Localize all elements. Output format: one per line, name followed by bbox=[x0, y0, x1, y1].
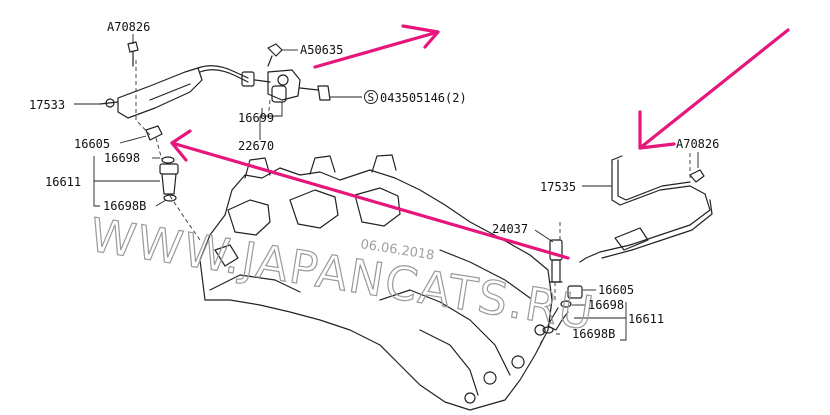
left-injector bbox=[145, 125, 179, 202]
label-16611-left: 16611 bbox=[45, 175, 81, 189]
label-16698b-left: 16698B bbox=[103, 199, 146, 213]
arrow-manifold-left bbox=[170, 129, 570, 260]
label-24037: 24037 bbox=[492, 222, 528, 236]
label-17533: 17533 bbox=[29, 98, 65, 112]
label-16698b-right: 16698B bbox=[572, 327, 615, 341]
leader-lines bbox=[74, 34, 699, 341]
pressure-regulator bbox=[267, 69, 331, 103]
arrow-top-right bbox=[313, 24, 440, 69]
label-16605-left: 16605 bbox=[74, 137, 110, 151]
left-fuel-rail bbox=[99, 65, 271, 119]
label-17535: 17535 bbox=[540, 180, 576, 194]
sensor-24037 bbox=[549, 239, 563, 283]
label-043505146: 043505146(2) bbox=[380, 91, 467, 105]
label-a70826-top: A70826 bbox=[107, 20, 150, 34]
right-fuel-rail bbox=[579, 155, 713, 263]
label-16698-left: 16698 bbox=[104, 151, 140, 165]
label-22670: 22670 bbox=[238, 139, 274, 153]
annotation-arrows bbox=[170, 24, 790, 260]
label-16698-right: 16698 bbox=[588, 298, 624, 312]
arrow-diagonal-right bbox=[638, 28, 790, 150]
label-a70826-right: A70826 bbox=[676, 137, 719, 151]
right-injector bbox=[542, 285, 583, 334]
s-symbol: S bbox=[364, 90, 378, 104]
label-16699: 16699 bbox=[238, 111, 274, 125]
label-a50635: A50635 bbox=[300, 43, 343, 57]
reference-lines bbox=[135, 60, 691, 345]
label-16611-right: 16611 bbox=[628, 312, 664, 326]
bolt-a70826-top bbox=[127, 41, 139, 67]
label-16605-right: 16605 bbox=[598, 283, 634, 297]
s-symbol-letter: S bbox=[368, 91, 375, 104]
bolt-a50635 bbox=[267, 43, 283, 67]
intake-manifold bbox=[199, 154, 553, 411]
